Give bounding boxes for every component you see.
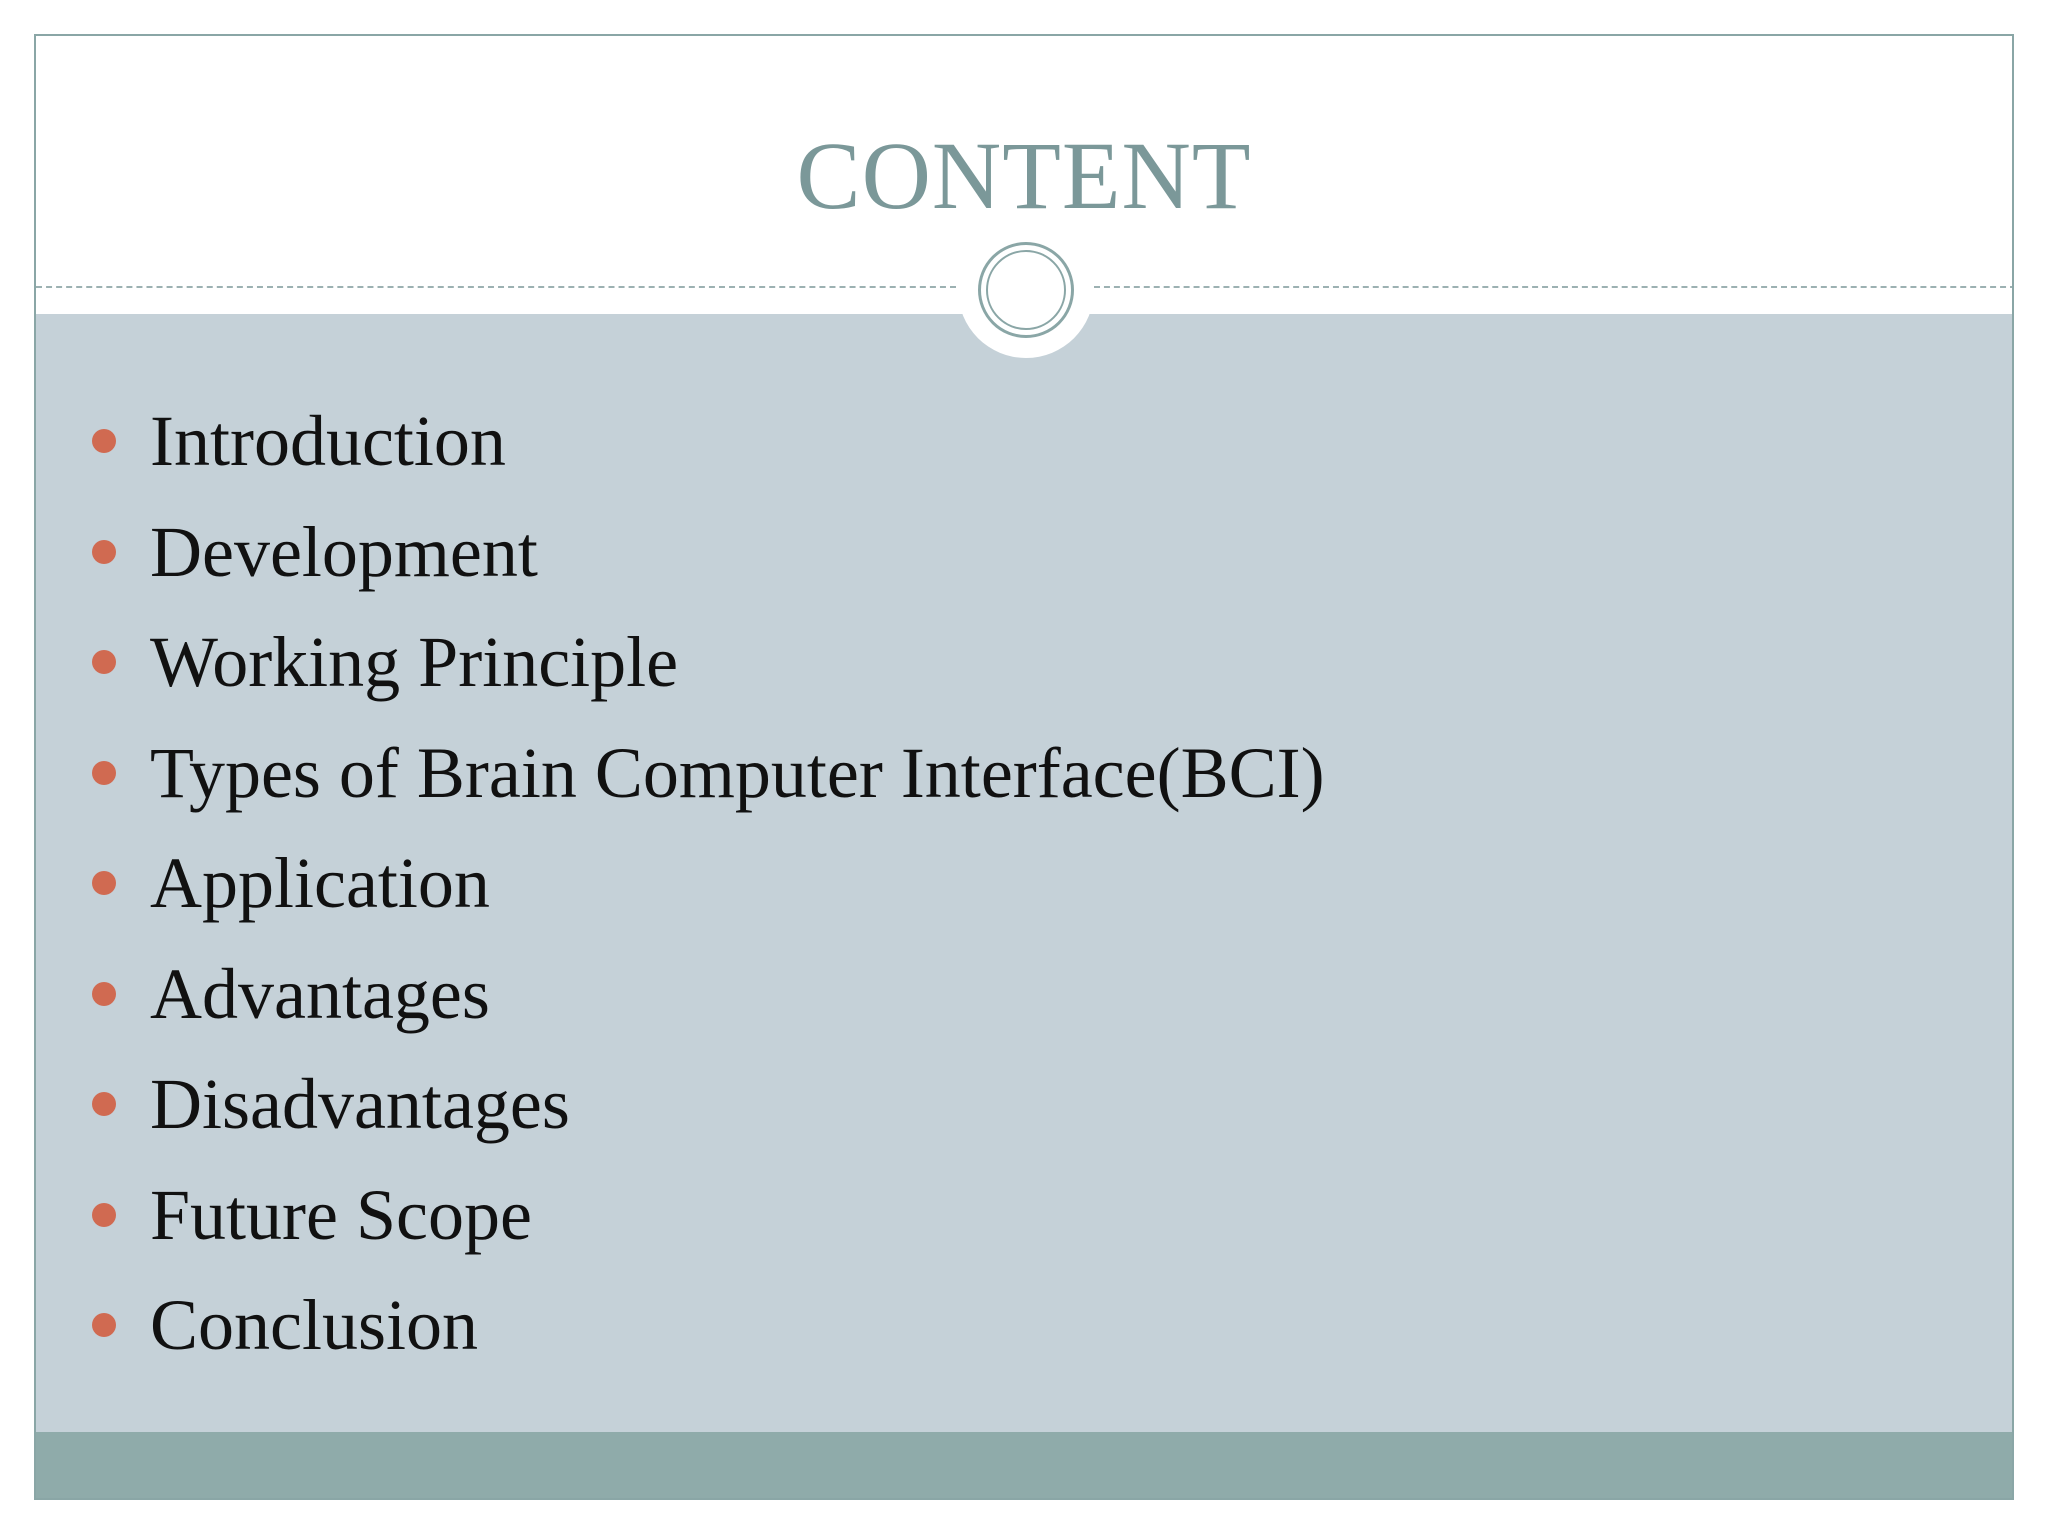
list-item: Development [92,497,1325,608]
footer-band [36,1432,2012,1498]
header-divider-left [36,286,956,288]
circle-ornament-icon [958,222,1094,358]
list-item: Types of Brain Computer Interface(BCI) [92,718,1325,829]
list-item: Advantages [92,939,1325,1050]
outer-ring [978,242,1074,338]
list-item-label: Conclusion [150,1285,479,1366]
list-item: Disadvantages [92,1049,1325,1160]
bullet-icon [92,1202,116,1227]
list-item-label: Application [150,843,490,924]
list-item: Introduction [92,386,1325,497]
header-divider-right [1094,286,2012,288]
list-item-label: Advantages [150,953,490,1034]
bullet-icon [92,650,116,675]
slide-title: CONTENT [796,122,1252,229]
inner-ring [986,250,1066,330]
list-item: Working Principle [92,607,1325,718]
list-item: Future Scope [92,1160,1325,1271]
content-list: Introduction Development Working Princip… [92,386,1325,1381]
list-item: Conclusion [92,1270,1325,1381]
slide: CONTENT Introduction Development Working… [34,34,2014,1500]
bullet-icon [92,981,116,1006]
bullet-icon [92,429,116,454]
bullet-icon [92,1313,116,1338]
bullet-icon [92,539,116,564]
list-item-label: Development [150,511,538,592]
content-panel [36,314,2012,1432]
list-item-label: Disadvantages [150,1064,570,1145]
bullet-icon [92,760,116,785]
bullet-icon [92,871,116,896]
list-item-label: Future Scope [150,1174,532,1255]
list-item-label: Types of Brain Computer Interface(BCI) [150,732,1325,813]
bullet-icon [92,1092,116,1117]
list-item-label: Introduction [150,401,506,482]
list-item: Application [92,828,1325,939]
list-item-label: Working Principle [150,622,679,703]
